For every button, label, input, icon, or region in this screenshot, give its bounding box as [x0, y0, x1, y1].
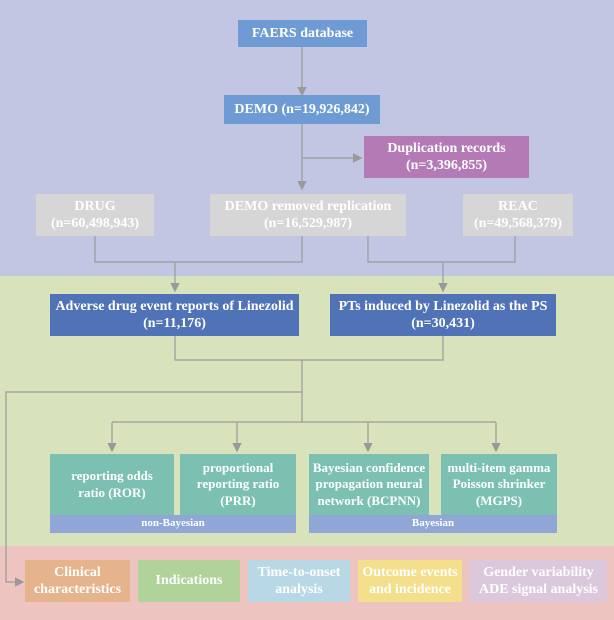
demo-node: DEMO (n=19,926,842) — [224, 95, 380, 124]
adverse-reports-node: Adverse drug event reports of Linezolid … — [50, 294, 299, 336]
duplication-label: Duplication records — [387, 140, 506, 156]
pts-induced-count: (n=30,431) — [411, 316, 475, 331]
bcpnn-line-2: propagation neural — [315, 476, 423, 492]
outcome-line-1: Outcome events — [362, 564, 458, 580]
demo-removed-count: (n=16,529,987) — [263, 216, 353, 231]
bcpnn-node: Bayesian confidence propagation neural n… — [309, 454, 429, 515]
gender-line-1: Gender variability — [483, 564, 594, 580]
ror-line-2: ratio (ROR) — [78, 484, 146, 500]
drug-count: (n=60,498,943) — [50, 216, 140, 231]
reac-node: REAC (n=49,568,379) — [463, 194, 573, 236]
adverse-reports-count: (n=11,176) — [143, 316, 206, 331]
drug-label: DRUG — [74, 198, 116, 214]
outcome-line-2: and incidence — [368, 582, 452, 597]
connector-drug-demo-merge — [94, 236, 303, 263]
demo-removed-label: DEMO removed replication — [224, 198, 392, 214]
analysis-clinical-characteristics: Clinical characteristics — [25, 560, 130, 602]
ror-line-1: reporting odds — [71, 468, 153, 484]
bcpnn-line-1: Bayesian confidence — [312, 460, 426, 476]
mgps-node: multi-item gamma Poisson shrinker (MGPS) — [441, 454, 557, 515]
adverse-reports-label: Adverse drug event reports of Linezolid — [55, 298, 294, 314]
drug-node: DRUG (n=60,498,943) — [36, 194, 154, 236]
connector-reports-merge — [174, 336, 444, 361]
demo-label: DEMO (n=19,926,842) — [234, 101, 370, 117]
indications-label: Indications — [155, 573, 223, 589]
bayesian-label: Bayesian — [411, 517, 455, 530]
mgps-line-1: multi-item gamma — [447, 460, 551, 476]
mgps-line-3: (MGPS) — [475, 492, 523, 508]
bayesian-bar: Bayesian — [309, 515, 557, 533]
non-bayesian-label: non-Bayesian — [141, 517, 205, 530]
analysis-indications: Indications — [138, 560, 240, 602]
pts-induced-node: PTs induced by Linezolid as the PS (n=30… — [330, 294, 556, 336]
pts-induced-label: PTs induced by Linezolid as the PS — [338, 298, 548, 314]
reac-label: REAC — [498, 198, 538, 214]
connector-to-analyses — [5, 391, 302, 587]
clinical-line-1: Clinical — [54, 564, 101, 580]
gender-line-2: ADE signal analysis — [478, 582, 599, 597]
non-bayesian-bar: non-Bayesian — [50, 515, 296, 533]
duplication-count: (n=3,396,855) — [405, 158, 488, 173]
analysis-gender-variability: Gender variability ADE signal analysis — [470, 560, 607, 602]
clinical-line-2: characteristics — [33, 582, 122, 597]
analysis-outcome-events: Outcome events and incidence — [358, 560, 462, 602]
prr-line-3: (PRR) — [220, 492, 256, 508]
faers-database-label: FAERS database — [251, 25, 354, 41]
duplication-records-node: Duplication records (n=3,396,855) — [364, 136, 529, 178]
time-to-onset-line-2: analysis — [275, 582, 323, 597]
analysis-time-to-onset: Time-to-onset analysis — [248, 560, 350, 602]
faers-database-node: FAERS database — [238, 20, 367, 47]
prr-line-1: proportional — [202, 460, 274, 476]
ror-node: reporting odds ratio (ROR) — [50, 454, 174, 515]
connector-demo-reac-merge — [367, 236, 516, 263]
prr-line-2: reporting ratio — [196, 476, 280, 492]
time-to-onset-line-1: Time-to-onset — [257, 564, 341, 580]
bcpnn-line-3: network (BCPNN) — [317, 492, 421, 508]
prr-node: proportional reporting ratio (PRR) — [180, 454, 296, 515]
mgps-line-2: Poisson shrinker — [452, 476, 546, 492]
reac-count: (n=49,568,379) — [473, 216, 563, 231]
demo-removed-node: DEMO removed replication (n=16,529,987) — [210, 194, 406, 236]
